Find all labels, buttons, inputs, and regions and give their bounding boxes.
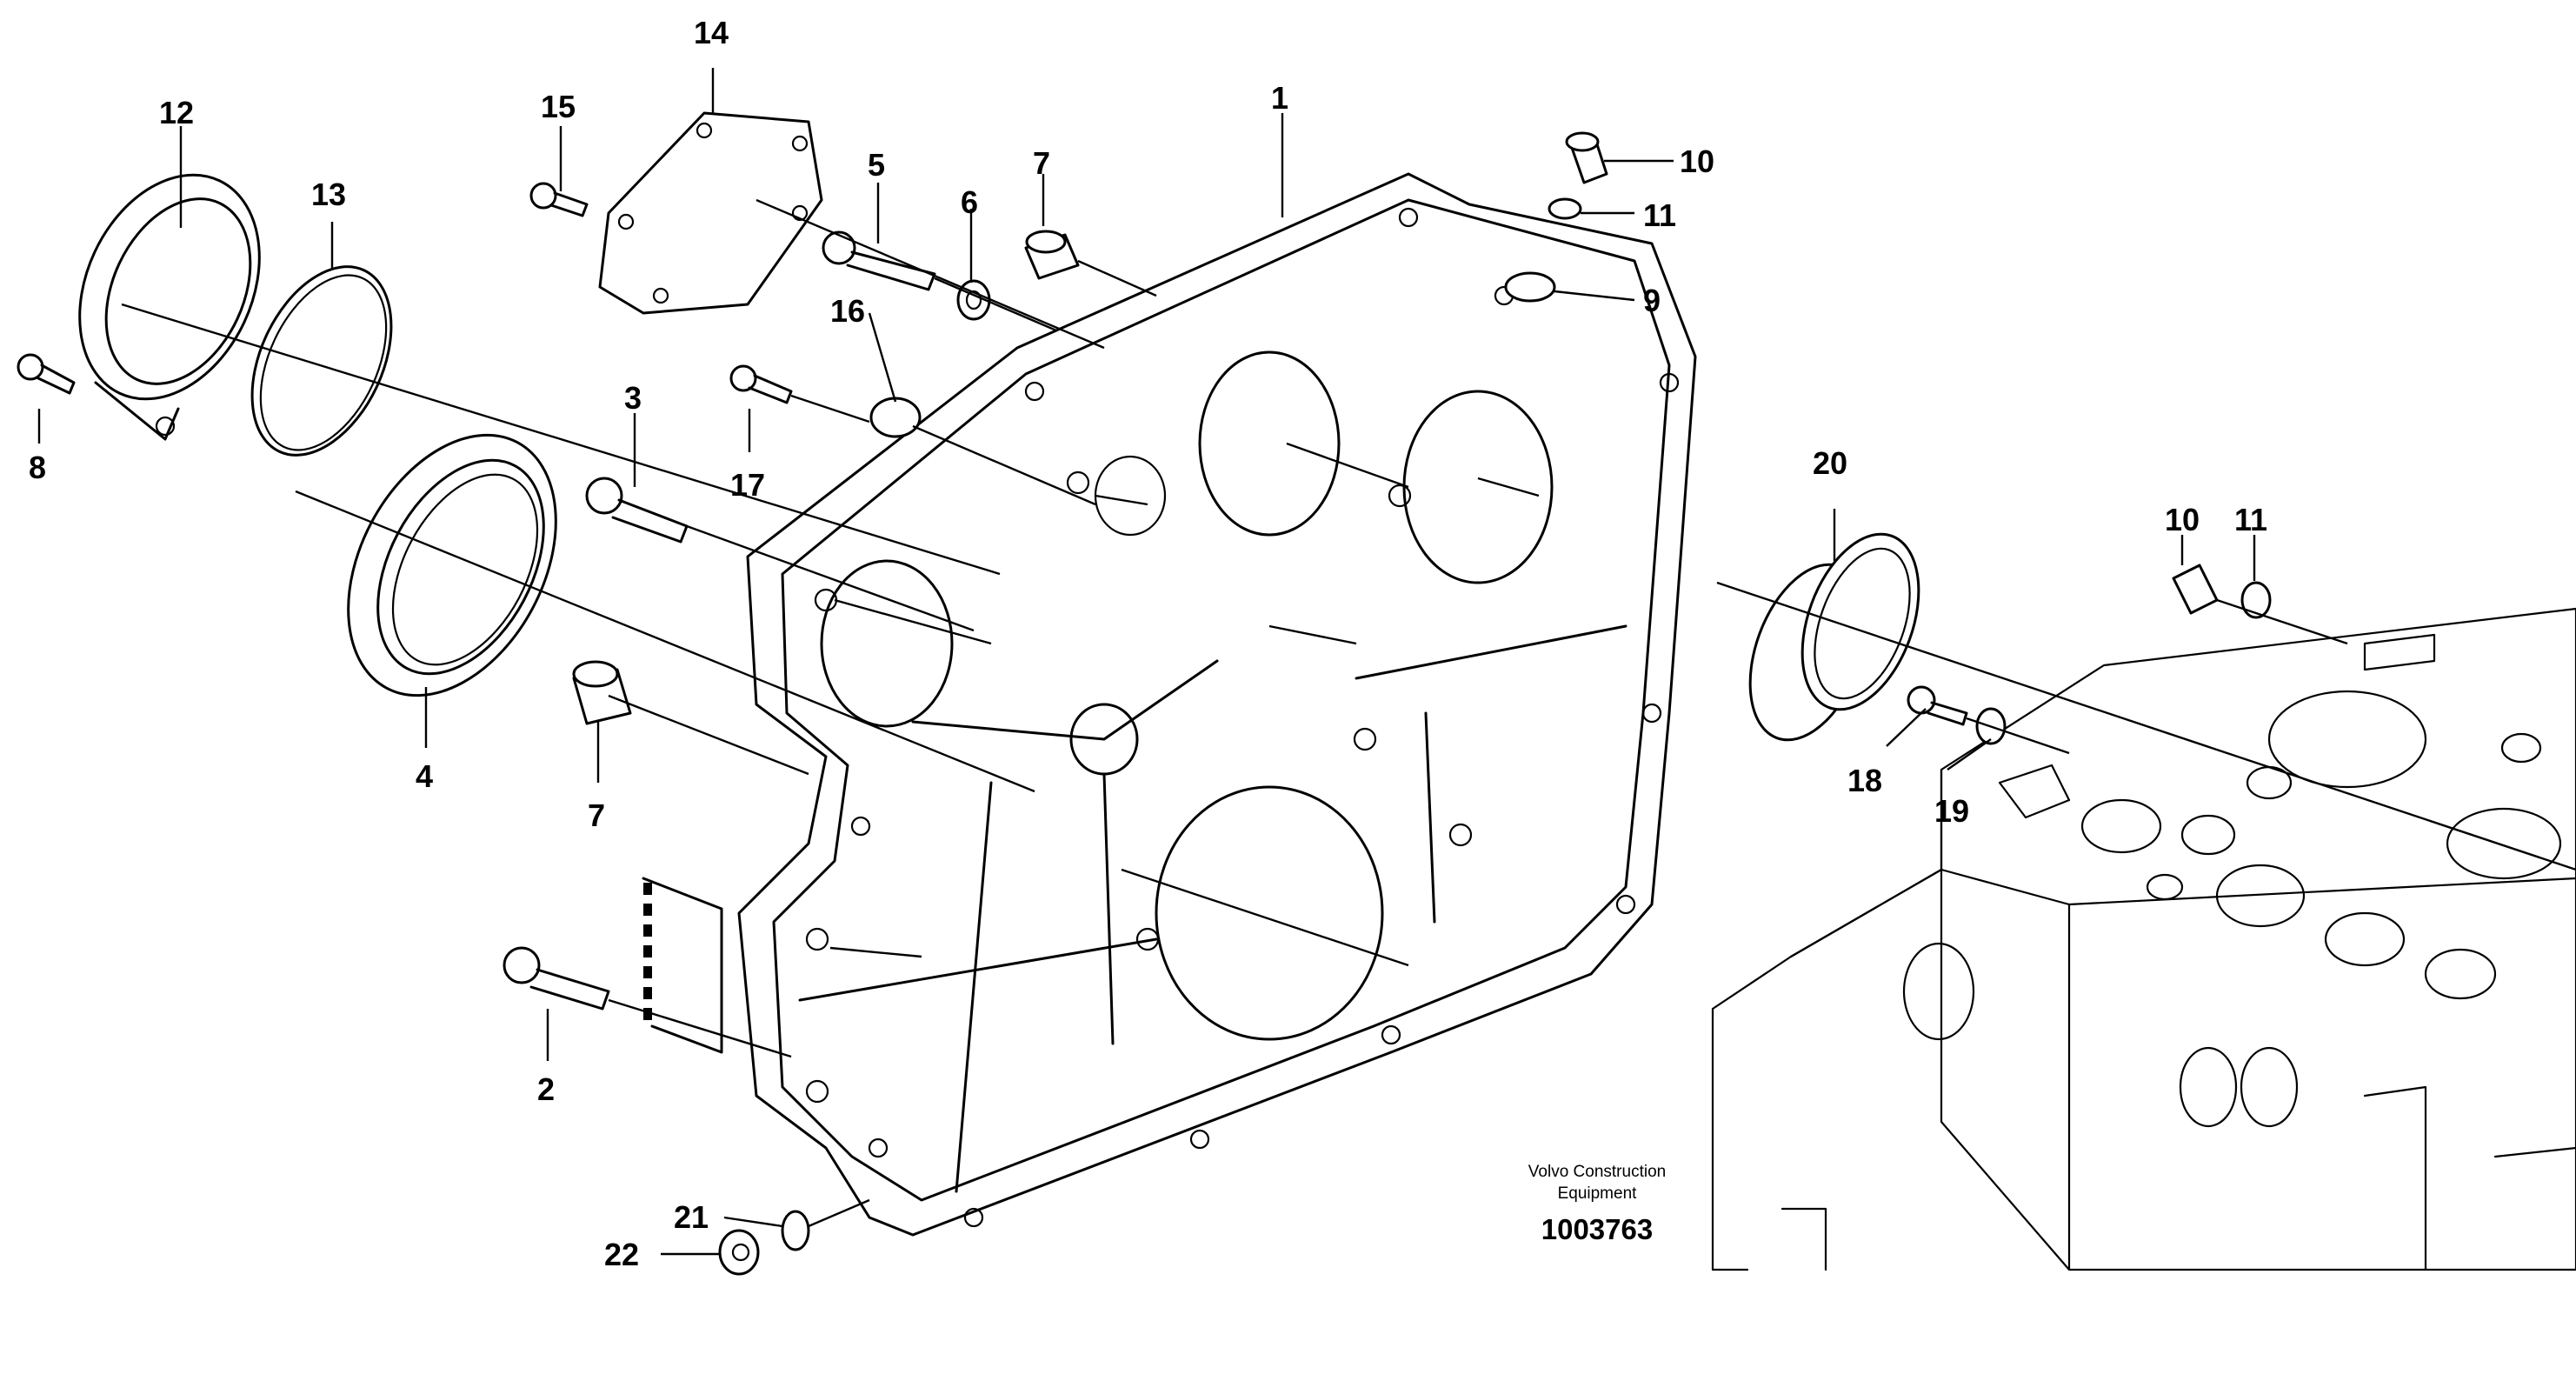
part-22-plug (718, 1229, 760, 1276)
part-label-5: 5 (868, 147, 885, 183)
part-10-plug-top (1565, 131, 1608, 184)
engine-block (1711, 607, 2576, 1271)
part-label-9: 9 (1643, 283, 1661, 318)
part-18-bolt (1907, 685, 1968, 726)
part-label-10-right: 10 (2165, 502, 2200, 537)
part-label-15: 15 (541, 89, 576, 124)
part-11-washer-right (2240, 581, 2272, 619)
part-label-10-top: 10 (1680, 143, 1714, 179)
part-label-20: 20 (1813, 445, 1847, 481)
part-label-7-top: 7 (1033, 145, 1050, 181)
part-label-22: 22 (604, 1237, 639, 1272)
part-14-cover-plate (598, 111, 823, 315)
part-label-2: 2 (537, 1071, 555, 1107)
part-label-17: 17 (730, 467, 765, 503)
timing-gear-housing (737, 172, 1697, 1237)
part-9-plug (1504, 271, 1556, 303)
part-15-bolt (529, 182, 589, 217)
part-3-bolt (585, 477, 689, 544)
part-label-18: 18 (1847, 763, 1882, 798)
part-label-4: 4 (416, 758, 433, 794)
part-5-bolt (822, 230, 936, 291)
leader-lines (37, 68, 2576, 1256)
part-label-19: 19 (1934, 793, 1969, 829)
part-13-o-ring (250, 265, 393, 457)
brand-line-1: Volvo Construction (1528, 1163, 1666, 1181)
part-7-sleeve-bottom (572, 660, 632, 725)
seal-strip-marker (642, 877, 723, 1054)
part-label-8: 8 (29, 450, 46, 485)
part-7-sleeve-top (1024, 230, 1080, 280)
part-8-bolt (17, 353, 76, 395)
part-17-bolt (729, 364, 793, 404)
part-16-plug (869, 397, 922, 438)
part-label-11-top: 11 (1643, 197, 1676, 233)
part-label-7-bottom: 7 (588, 797, 605, 833)
part-label-13: 13 (311, 177, 346, 212)
part-label-6: 6 (961, 184, 978, 220)
part-label-14: 14 (694, 15, 729, 50)
part-label-12: 12 (159, 95, 194, 130)
part-number-labels: 1 2 3 4 5 6 7 7 8 9 10 10 11 11 12 13 14… (29, 15, 2267, 1272)
part-label-1: 1 (1271, 80, 1288, 116)
part-label-16: 16 (830, 293, 865, 329)
drawing-number: 1003763 (1541, 1213, 1653, 1245)
part-21-washer (781, 1210, 810, 1251)
part-label-3: 3 (624, 380, 642, 416)
part-11-washer-top (1548, 197, 1582, 220)
brand-line-2: Equipment (1558, 1184, 1638, 1203)
part-label-11-right: 11 (2234, 502, 2267, 537)
part-20-seal (1748, 532, 1920, 742)
part-12-seal-cover (78, 173, 261, 441)
title-block: Volvo Construction Equipment 1003763 (1528, 1163, 1666, 1245)
part-2-bolt (503, 946, 610, 1011)
part-10-plug-right (2172, 564, 2219, 615)
part-label-21: 21 (674, 1199, 709, 1235)
part-4-seal-ring (347, 433, 557, 697)
